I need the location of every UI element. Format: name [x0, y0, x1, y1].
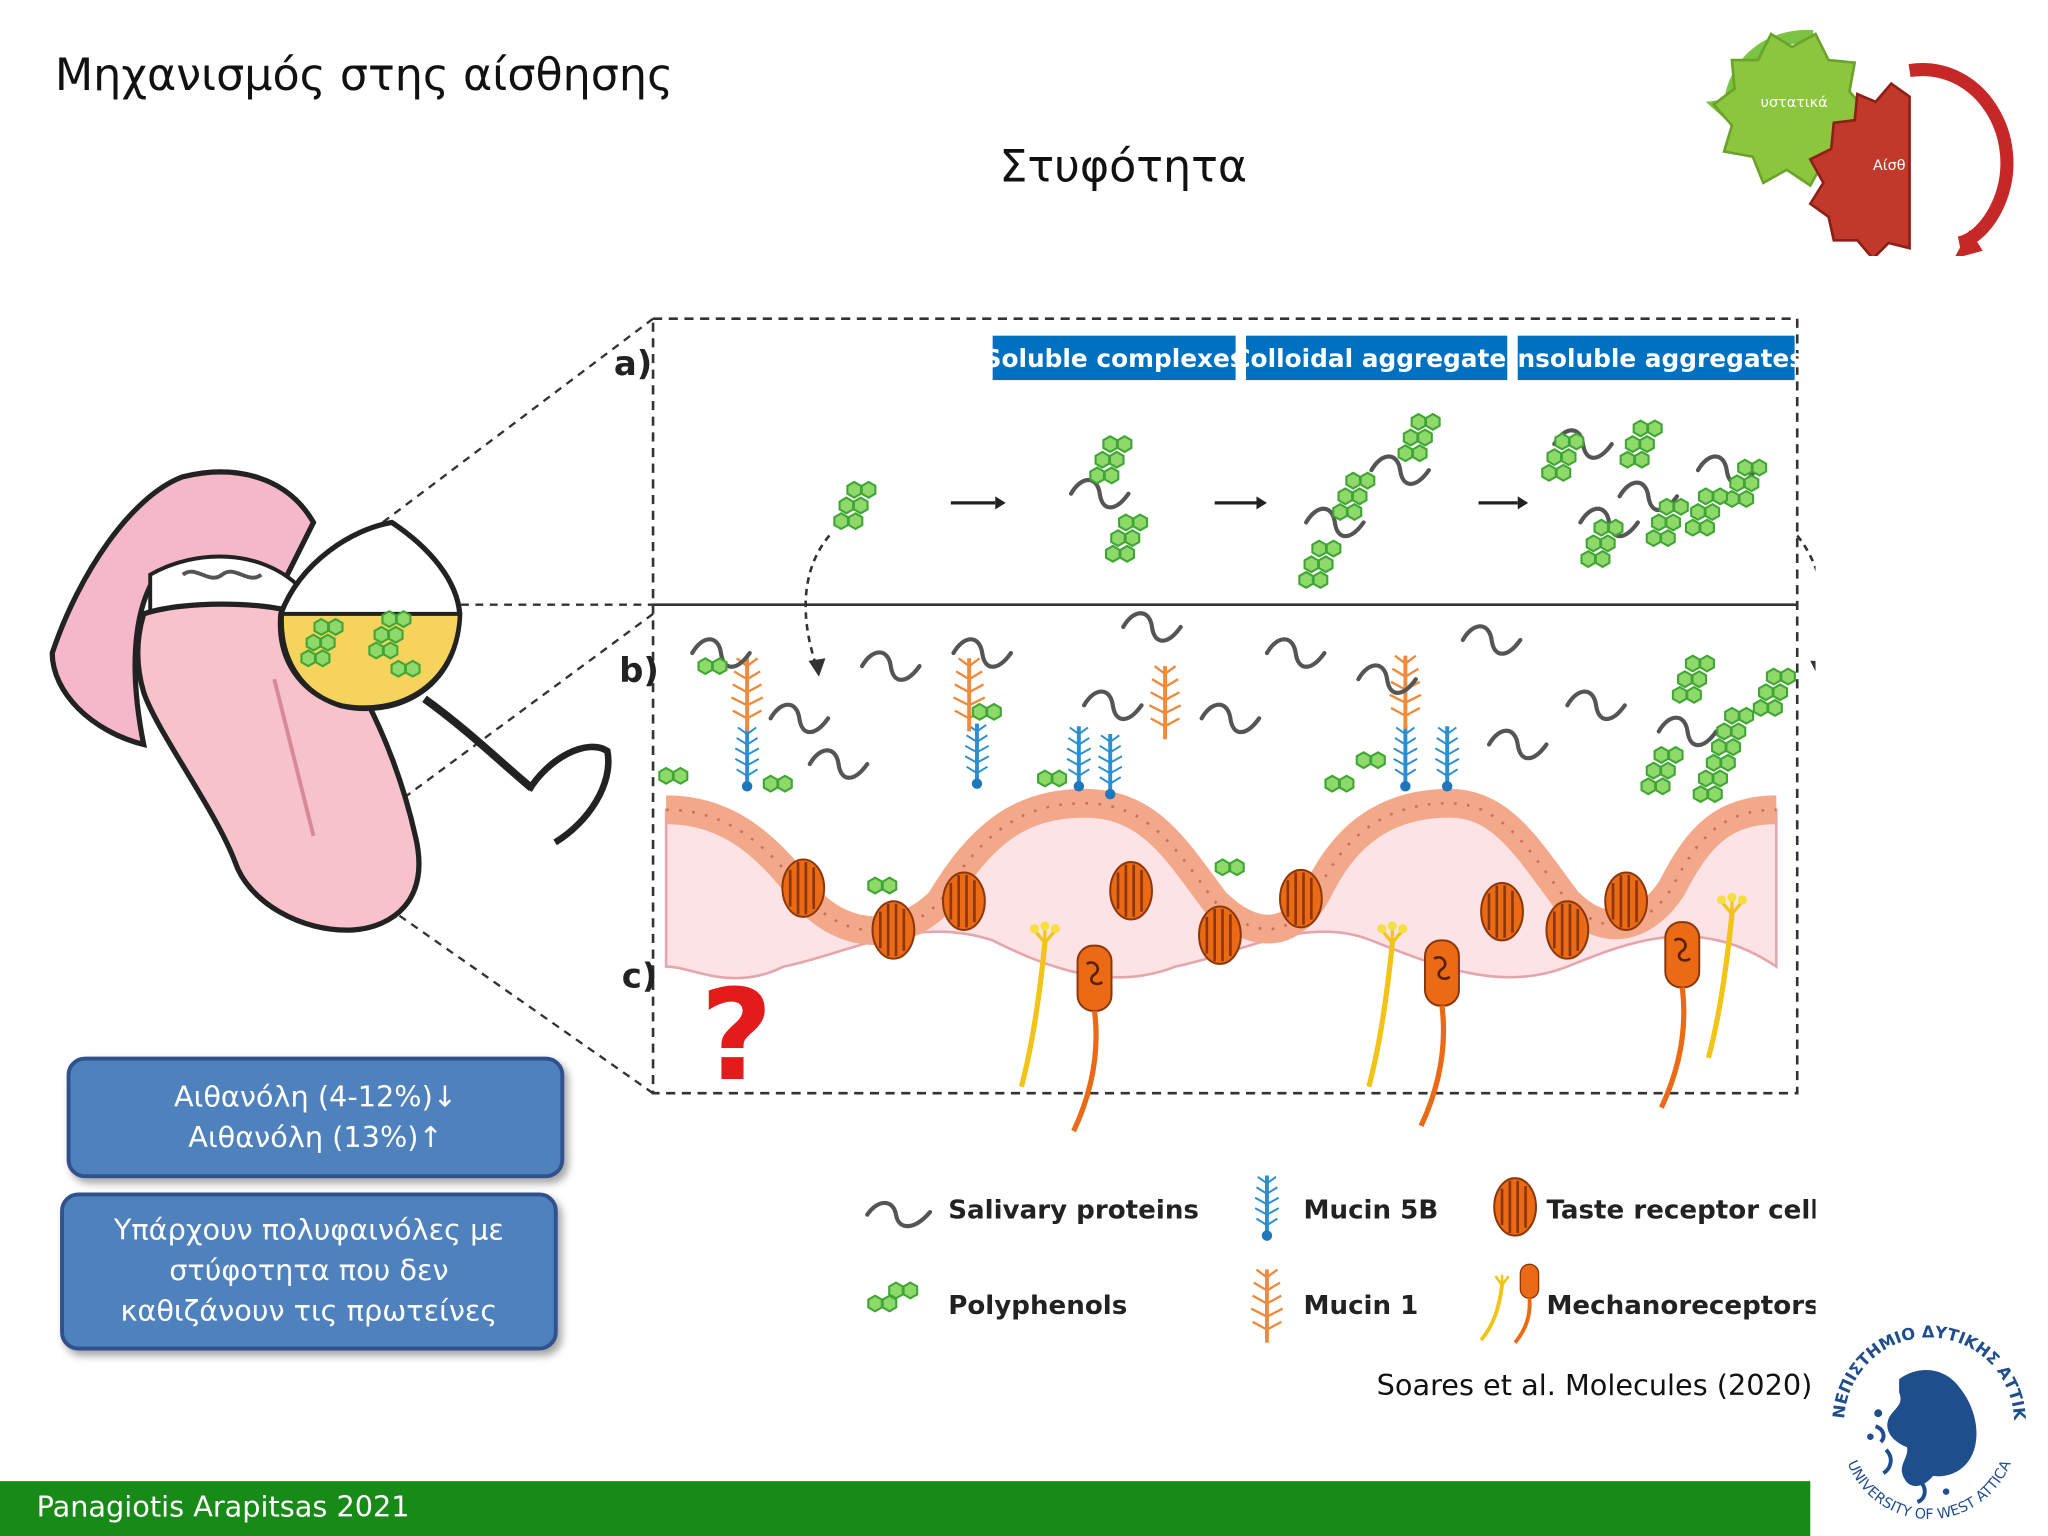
astringency-figure: a) Soluble complexes Colloidal aggregate…	[49, 317, 1816, 1345]
wine-glass-icon	[277, 519, 612, 846]
svg-text:Insoluble aggregates: Insoluble aggregates	[1508, 344, 1804, 373]
cycle-graphic: υστατικά Αίσθ	[1705, 29, 2014, 256]
stage-label-insoluble: Insoluble aggregates	[1508, 335, 1804, 381]
legend-mucin-5b: Mucin 5B	[1304, 1196, 1439, 1226]
red-gear-label: Αίσθ	[1873, 158, 1906, 174]
legend-salivary-proteins: Salivary proteins	[948, 1196, 1199, 1226]
legend-mechanoreceptors: Mechanoreceptors	[1546, 1291, 1815, 1321]
svg-text:Colloidal aggregates: Colloidal aggregates	[1232, 344, 1521, 373]
taste-receptor-icon	[1492, 1176, 1538, 1237]
slide-title: Μηχανισμός στης αίσθησης	[54, 49, 674, 102]
question-mark: ?	[700, 963, 773, 1109]
green-gear-icon	[1711, 32, 1870, 188]
legend: Salivary proteins Polyphenols Mucin 5B M…	[865, 1173, 1816, 1345]
mucins-and-proteins	[658, 613, 1795, 895]
citation: Soares et al. Molecules (2020)	[1376, 1370, 1813, 1403]
polyphenol-note: Υπάρχουν πολυφαινόλες με στύφοτητα που δ…	[113, 1214, 504, 1329]
legend-mucin-1: Mucin 1	[1304, 1291, 1419, 1321]
logo-map-icon	[1867, 1369, 1977, 1504]
section-heading: Στυφότητα	[999, 141, 1248, 194]
university-logo: ΠΑΝΕΠΙΣΤΗΜΙΟ ΔΥΤΙΚΗΣ ΑΤΤΙΚΗΣ UNIVERSITY …	[1818, 1311, 2029, 1523]
svg-text:Soluble complexes: Soluble complexes	[984, 344, 1245, 373]
mucin-5b-icon	[1253, 1173, 1281, 1243]
footer-author: Panagiotis Arapitsas 2021	[36, 1491, 410, 1525]
mucin-1-icon	[1249, 1267, 1285, 1345]
legend-taste-receptor-cells: Taste receptor cells	[1546, 1196, 1815, 1226]
panel-label-c: c)	[622, 956, 658, 996]
stage-label-colloidal: Colloidal aggregates	[1232, 335, 1521, 381]
aggregation-sequence	[804, 414, 1816, 677]
zoom-frame	[651, 317, 1799, 1095]
ethanol-info-box: Αιθανόλη (4-12%)↓ Αιθανόλη (13%)↑	[66, 1056, 565, 1179]
salivary-protein-icon	[865, 1200, 933, 1229]
stage-label-soluble: Soluble complexes	[984, 335, 1245, 381]
polyphenol-info-box: Υπάρχουν πολυφαινόλες με στύφοτητα που δ…	[60, 1192, 558, 1351]
panel-label-b: b)	[619, 651, 659, 691]
mechanoreceptor-icon	[1479, 1263, 1540, 1344]
ethanol-high-line: Αιθανόλη (13%)↑	[188, 1121, 443, 1154]
panel-label-a: a)	[614, 344, 652, 384]
red-gear-icon	[1808, 81, 1911, 256]
ethanol-low-line: Αιθανόλη (4-12%)↓	[173, 1080, 457, 1114]
green-gear-label: υστατικά	[1761, 95, 1828, 111]
legend-polyphenols: Polyphenols	[948, 1291, 1127, 1321]
polyphenol-icon	[867, 1281, 919, 1313]
footer-bar: Panagiotis Arapitsas 2021	[0, 1481, 1811, 1536]
